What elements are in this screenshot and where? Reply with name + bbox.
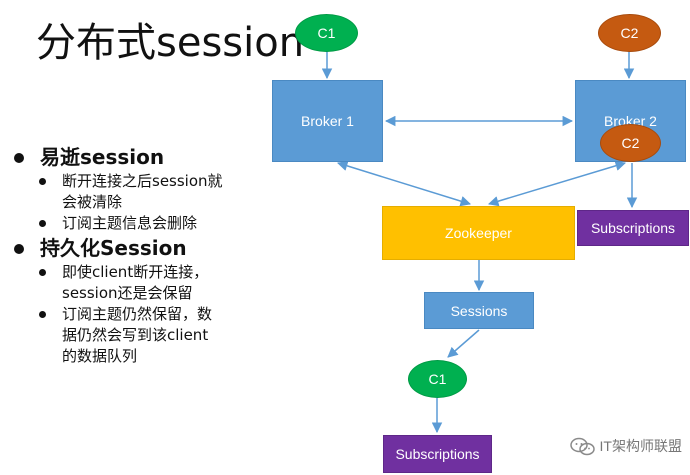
sub-bullet-line-3: 的数据队列 bbox=[62, 347, 138, 365]
bullet-transient-session: 易逝session bbox=[14, 143, 274, 171]
client-c2-top[interactable]: C2 bbox=[598, 14, 661, 52]
subscriptions-right[interactable]: Subscriptions bbox=[577, 210, 689, 246]
sub-bullet-line-1: 订阅主题仍然保留，数 bbox=[62, 305, 213, 323]
sub-bullet-cleared-on-disconnect: 断开连接之后session就会被清除 bbox=[14, 171, 274, 213]
sub-bullet-line-2: 据仍然会写到该client bbox=[62, 326, 209, 344]
sub-bullet-line-1: 即使client断开连接， bbox=[62, 263, 209, 281]
subscriptions-bottom[interactable]: Subscriptions bbox=[383, 435, 492, 473]
bullet-persistent-session: 持久化Session bbox=[14, 234, 274, 262]
arrow-broker1-zookeeper bbox=[336, 160, 472, 207]
client-c1-top[interactable]: C1 bbox=[295, 14, 358, 52]
sessions[interactable]: Sessions bbox=[424, 292, 534, 329]
sub-bullet-subscriptions-retained: 订阅主题仍然保留，数据仍然会写到该client 的数据队列 bbox=[14, 304, 274, 367]
wechat-icon bbox=[569, 438, 595, 456]
zookeeper[interactable]: Zookeeper bbox=[382, 206, 575, 260]
page-title: 分布式session bbox=[36, 20, 305, 66]
sub-bullet-kept-on-disconnect: 即使client断开连接， session还是会保留 bbox=[14, 262, 274, 304]
bullet-list: 易逝session 断开连接之后session就会被清除 订阅主题信息会删除 持… bbox=[14, 143, 274, 367]
client-c2-on-broker2[interactable]: C2 bbox=[600, 124, 661, 162]
arrow-zookeeper-broker2 bbox=[487, 160, 627, 207]
sub-bullet-subscriptions-deleted: 订阅主题信息会删除 bbox=[14, 213, 274, 234]
arrow-sessions-c1 bbox=[447, 329, 480, 358]
client-c1-bottom[interactable]: C1 bbox=[408, 360, 467, 398]
watermark: IT架构师联盟 bbox=[569, 436, 682, 457]
broker-1[interactable]: Broker 1 bbox=[272, 80, 383, 162]
sub-bullet-line-2: session还是会保留 bbox=[62, 284, 193, 302]
sub-bullet-line-2: 会被清除 bbox=[62, 193, 123, 211]
watermark-text: IT架构师联盟 bbox=[599, 438, 682, 454]
sub-bullet-line-1: 断开连接之后session就 bbox=[62, 172, 223, 190]
